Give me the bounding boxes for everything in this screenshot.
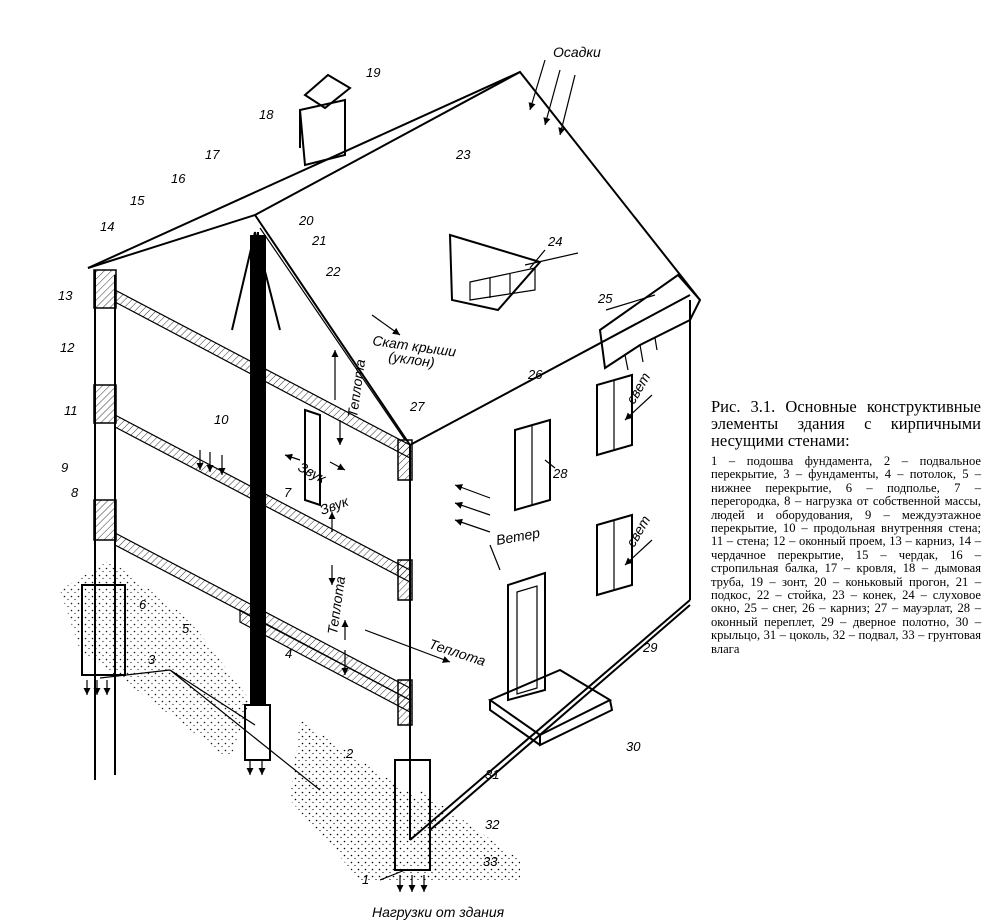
load-arrows	[83, 59, 653, 892]
label-osadki: Осадки	[553, 44, 601, 60]
label-zvuk-1: Звук	[296, 459, 330, 487]
ref-27: 27	[409, 399, 425, 414]
ref-25: 25	[597, 291, 613, 306]
ref-26: 26	[527, 367, 543, 382]
ref-18: 18	[259, 107, 274, 122]
figure-caption: Рис. 3.1. Основные конструктивные элемен…	[711, 398, 981, 656]
ref-13: 13	[58, 288, 73, 303]
reference-numbers: 1 2 3 4 5 6 7 8 9 10 11 12 13 14 15 16 1…	[58, 65, 657, 887]
caption-title: Рис. 3.1. Основные конструктивные элемен…	[711, 397, 981, 450]
ref-32: 32	[485, 817, 500, 832]
ref-28: 28	[552, 466, 568, 481]
label-veter: Ветер	[495, 524, 542, 547]
roof	[87, 70, 701, 446]
ref-23: 23	[455, 147, 471, 162]
caption-legend: 1 – подошва фундамента, 2 – подвальное п…	[711, 454, 981, 656]
dormer-window	[448, 233, 542, 312]
ref-22: 22	[325, 264, 341, 279]
leader-lines	[99, 249, 656, 881]
chimney	[298, 73, 352, 167]
ref-30: 30	[626, 739, 641, 754]
ref-21: 21	[311, 233, 326, 248]
ref-8: 8	[71, 485, 79, 500]
ref-1: 1	[362, 872, 369, 887]
ref-3: 3	[148, 652, 156, 667]
ref-16: 16	[171, 171, 186, 186]
ref-20: 20	[298, 213, 314, 228]
ref-31: 31	[485, 767, 499, 782]
cutaway	[81, 231, 431, 871]
ref-2: 2	[345, 746, 354, 761]
ref-12: 12	[60, 340, 75, 355]
label-zvuk-2: Звук	[318, 492, 352, 517]
ref-4: 4	[285, 646, 292, 661]
snow	[598, 273, 702, 371]
ref-17: 17	[205, 147, 220, 162]
ref-10: 10	[214, 412, 229, 427]
ref-11: 11	[64, 403, 78, 418]
ref-29: 29	[642, 640, 657, 655]
ref-5: 5	[182, 621, 190, 636]
ref-6: 6	[139, 597, 147, 612]
label-svet-1: свет	[623, 369, 654, 406]
label-teplota-1: Теплота	[344, 358, 368, 418]
ref-19: 19	[366, 65, 380, 80]
label-teplota-3: Теплота	[427, 636, 488, 669]
ground	[60, 560, 520, 880]
ref-9: 9	[61, 460, 68, 475]
ref-7: 7	[284, 485, 292, 500]
ref-33: 33	[483, 854, 498, 869]
ref-24: 24	[547, 234, 562, 249]
label-svet-2: свет	[623, 512, 654, 549]
ref-14: 14	[100, 219, 114, 234]
ref-15: 15	[130, 193, 145, 208]
right-facade	[409, 300, 691, 841]
label-nagruzki: Нагрузки от здания	[372, 904, 505, 920]
label-uklon: (уклон)	[388, 348, 436, 370]
